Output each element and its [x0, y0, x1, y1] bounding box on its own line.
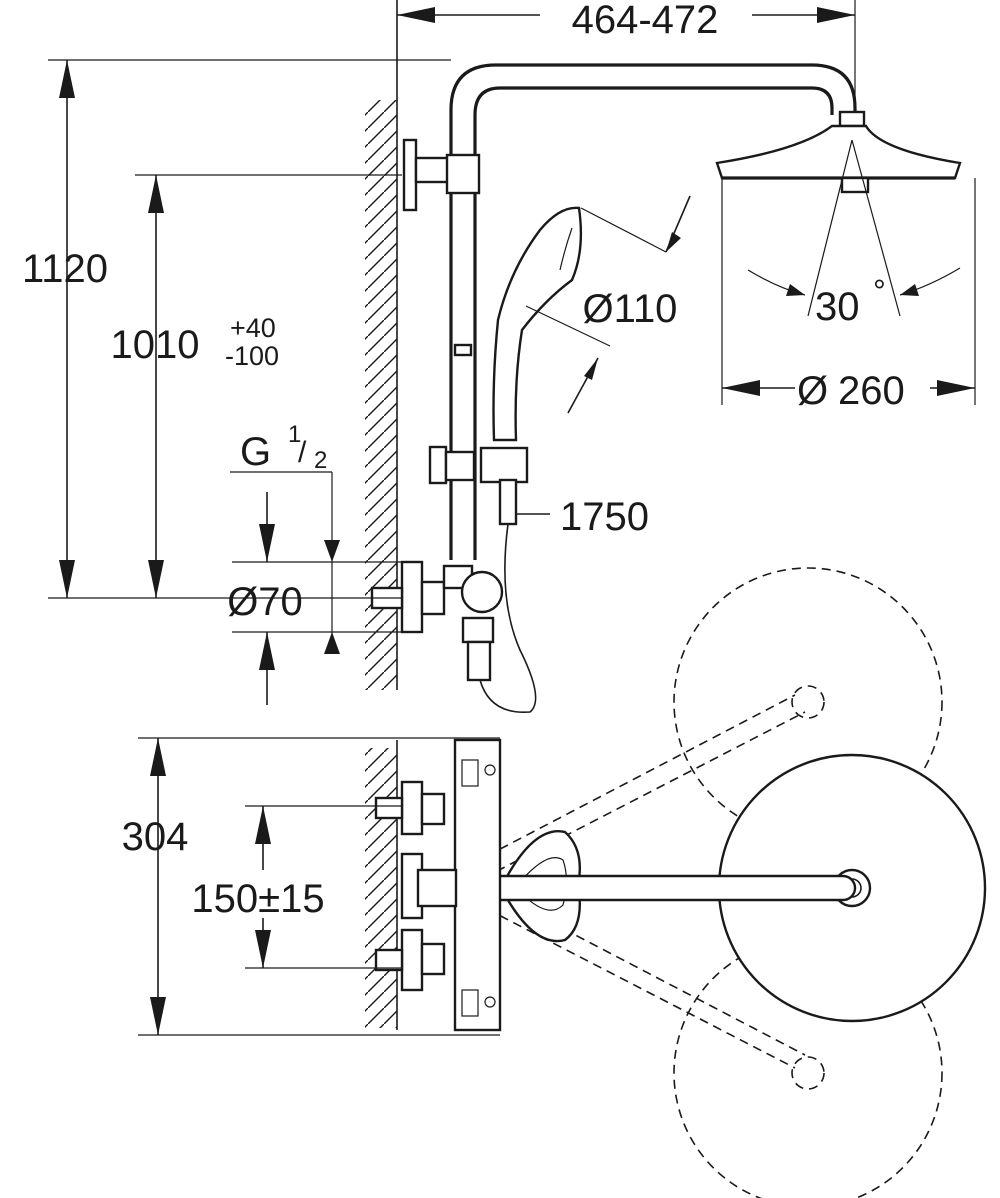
side-elevation-view: 464-472 1120 1010 +40 -100 G 1 / 2 Ø70 Ø… [22, 0, 976, 713]
head-shower-dia-symbol: Ø [797, 369, 828, 413]
thermostat-side [370, 560, 504, 682]
head-shower [715, 110, 976, 405]
shower-arm-top [438, 872, 857, 904]
head-shower-dia-value: 260 [838, 369, 905, 413]
wall-section-lower [365, 740, 398, 1030]
hand-shower-dia-label: Ø110 [583, 287, 678, 331]
escutcheon-dia-label: Ø70 [227, 580, 303, 624]
hand-shower-holder [428, 445, 550, 713]
head-angle-degree: ° [873, 273, 886, 309]
thread-size-numerator: 1 [288, 421, 301, 448]
total-height-label: 1120 [22, 247, 108, 291]
rail-tolerance-plus: +40 [230, 313, 276, 343]
wall-bracket-upper [402, 138, 418, 212]
thread-size-slash: / [298, 436, 307, 469]
dimension-lines-upper [48, 0, 975, 705]
plan-view: 304 150±15 [122, 567, 987, 1198]
arm-reach-label: 464-472 [572, 0, 719, 42]
wall-section-upper [365, 0, 398, 690]
hand-shower [492, 195, 691, 442]
thread-size-letter: G [240, 430, 271, 474]
head-angle-label: 30 [815, 285, 860, 329]
dimension-lines-lower [138, 737, 500, 1036]
thermostat-depth-label: 304 [122, 815, 189, 859]
hose-length-label: 1750 [560, 495, 649, 539]
thread-size-denominator: 2 [314, 447, 327, 474]
rail-tolerance-minus: -100 [225, 341, 279, 371]
thermostat-top [374, 738, 502, 1032]
inlet-spacing-label: 150±15 [191, 877, 324, 921]
shower-rail [402, 63, 857, 560]
rail-height-label: 1010 [111, 323, 200, 367]
